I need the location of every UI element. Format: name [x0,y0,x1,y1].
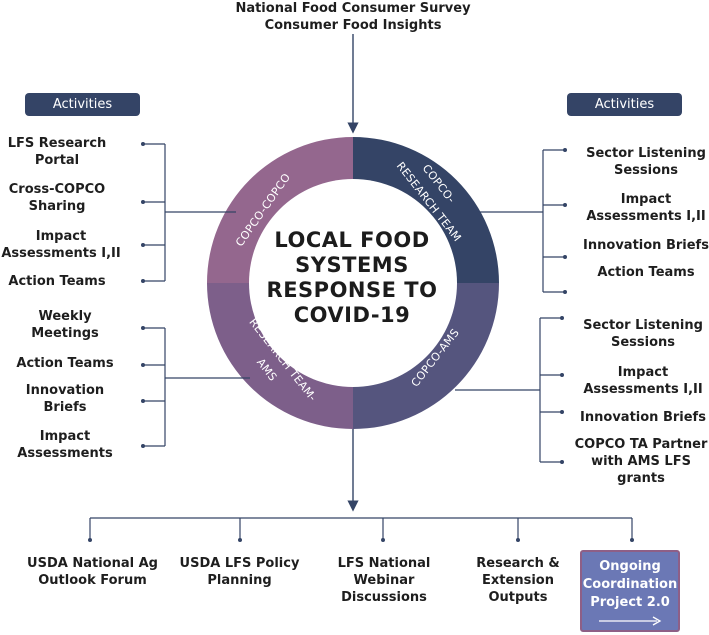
callout-line: Coordination [582,577,678,592]
item-line: Assessments I,II [586,209,706,224]
left-bottom-item-4: Impact Assessments [10,428,120,462]
output-line: Discussions [341,590,427,605]
item-line: Impact [620,192,672,207]
source-line-1: National Food Consumer Survey [235,1,471,16]
output-line: Outputs [488,590,548,605]
left-top-item-3: Impact Assessments I,II [0,228,122,262]
item-line: Portal [34,153,80,168]
callout-line: Ongoing [599,559,661,574]
output-line: Research & [476,556,560,571]
left-top-item-1: LFS Research Portal [2,135,112,169]
right-bottom-item-1: Sector Listening Sessions [577,317,709,351]
item-line: Weekly [38,309,92,324]
right-top-item-3: Innovation Briefs [583,237,709,254]
right-top-item-2: Impact Assessments I,II [583,191,709,225]
item-line: Sector Listening [586,146,706,161]
output-bus [89,517,633,540]
item-line: Assessments I,II [583,382,703,397]
output-line: USDA National Ag [27,556,158,571]
item-line: Action Teams [8,274,106,289]
output-line: LFS National [337,556,431,571]
item-line: Innovation [25,383,105,398]
left-bottom-item-2: Action Teams [10,355,120,372]
output-line: Extension [482,573,554,588]
right-bottom-bracket [455,317,562,463]
left-bottom-bracket [143,327,250,447]
item-line: Sessions [613,163,679,178]
item-line: Assessments I,II [1,246,121,261]
output-line: Outlook Forum [38,573,147,588]
item-line: Sessions [610,335,676,350]
callout-line: Project 2.0 [590,595,670,610]
item-line: Cross-COPCO [8,182,106,197]
left-activities-header: Activities [25,93,140,116]
output-usda-lfs-policy: USDA LFS Policy Planning [172,555,307,589]
item-line: with AMS LFS [591,454,691,469]
source-line-2: Consumer Food Insights [264,18,442,33]
right-top-item-1: Sector Listening Sessions [583,145,709,179]
item-line: Impact [39,429,91,444]
right-arrow-icon [599,616,662,626]
output-usda-ag-outlook: USDA National Ag Outlook Forum [20,555,165,589]
source-title: National Food Consumer Survey Consumer F… [200,0,506,34]
output-line: Webinar [353,573,415,588]
right-activities-header: Activities [567,93,682,116]
left-top-bracket [143,143,236,282]
center-line: LOCAL FOOD [274,228,430,252]
ongoing-coordination-box: Ongoing Coordination Project 2.0 [580,550,680,632]
output-line: Planning [207,573,272,588]
item-line: Innovation Briefs [580,410,706,425]
item-line: Impact [35,229,87,244]
right-top-item-4: Action Teams [583,264,709,281]
left-top-item-4: Action Teams [2,273,112,290]
ring-center [249,179,457,387]
left-bottom-item-1: Weekly Meetings [10,308,120,342]
item-line: Impact [617,365,669,380]
item-line: Briefs [43,400,87,415]
item-line: Assessments [17,446,113,461]
left-bottom-item-3: Innovation Briefs [10,382,120,416]
right-bottom-item-4: COPCO TA Partner with AMS LFS grants [573,436,709,487]
item-line: Meetings [31,326,99,341]
item-line: grants [617,471,665,486]
center-line: RESPONSE TO [266,278,438,302]
right-bottom-item-3: Innovation Briefs [577,409,709,426]
item-line: LFS Research [7,136,107,151]
left-top-item-2: Cross-COPCO Sharing [2,181,112,215]
item-line: Sector Listening [583,318,703,333]
item-line: Action Teams [597,265,695,280]
center-title: LOCAL FOOD SYSTEMS RESPONSE TO COVID-19 [247,228,457,328]
center-line: COVID-19 [293,303,411,327]
item-line: Sharing [28,199,86,214]
output-research-extension: Research & Extension Outputs [462,555,574,606]
output-lfs-webinar: LFS National Webinar Discussions [322,555,446,606]
right-top-bracket [470,149,565,293]
right-bottom-item-2: Impact Assessments I,II [577,364,709,398]
output-line: USDA LFS Policy [179,556,300,571]
item-line: Innovation Briefs [583,238,709,253]
item-line: Action Teams [16,356,114,371]
center-line: SYSTEMS [295,253,409,277]
item-line: COPCO TA Partner [574,437,708,452]
